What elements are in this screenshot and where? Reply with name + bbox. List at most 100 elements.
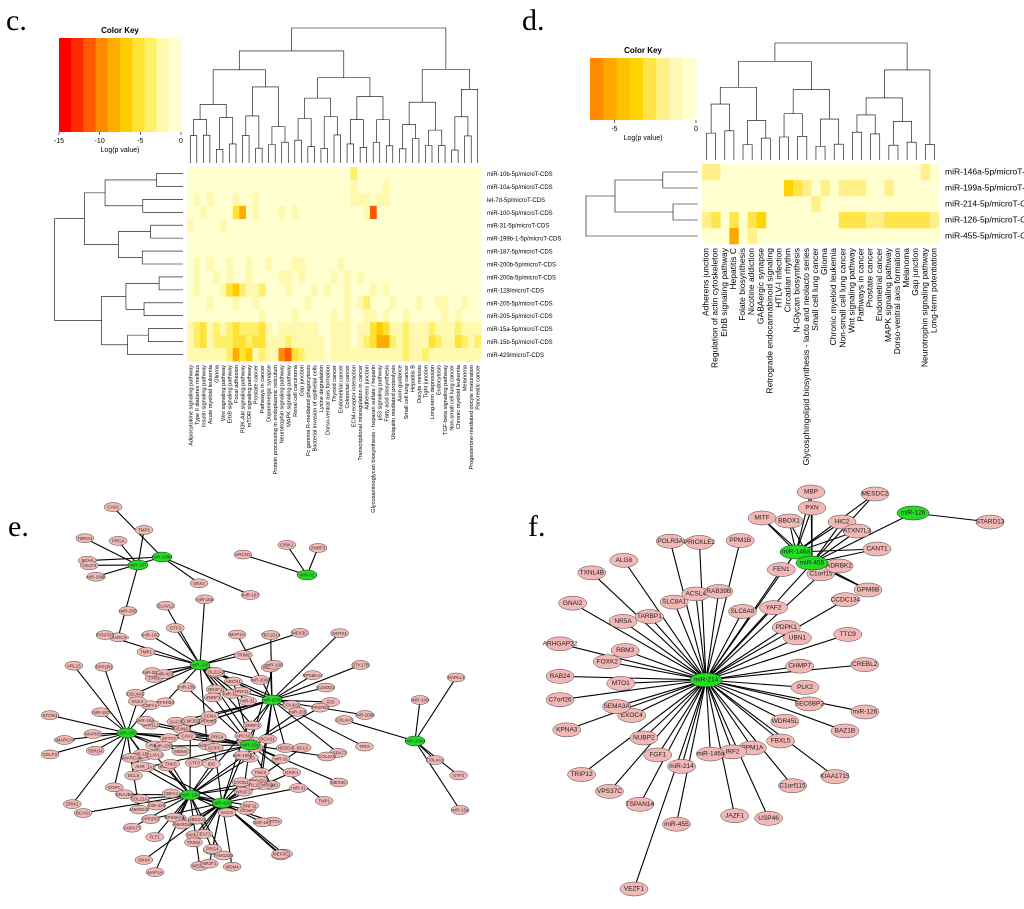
gene-node-label: ELMOD2	[181, 719, 200, 724]
heatmap-cell	[847, 180, 858, 197]
dendrogram-branch	[906, 141, 917, 160]
network-edge	[84, 537, 139, 566]
heatmap-cell	[350, 179, 358, 194]
heatmap-column-label: Retrograde endocannabinoid signaling	[764, 248, 774, 394]
gene-node-label: DNTS1	[332, 631, 347, 636]
heatmap-row-label: miR-200b-5p/microT-CDS	[487, 263, 556, 269]
heatmap-cell	[232, 283, 240, 297]
network-edge	[249, 664, 275, 746]
gene-node	[602, 699, 631, 714]
heatmap-column-label: Endocytosis	[437, 365, 443, 395]
heatmap-column-label: Insulin signaling pathway	[201, 365, 207, 427]
gene-node-label: STON1	[43, 713, 58, 718]
gene-node-label: GNAI2	[563, 600, 583, 607]
panel-label-e: e.	[8, 510, 29, 543]
heatmap-cell	[363, 296, 371, 310]
gene-node	[200, 711, 220, 721]
gene-node-label: miR-429	[148, 803, 166, 808]
gene-node-label: KIAA1715	[820, 773, 850, 780]
gene-node	[121, 753, 141, 763]
gene-node-label: YAF2	[766, 604, 782, 611]
gene-node-label: MBP	[804, 489, 818, 496]
gene-node-label: SNX4	[131, 699, 143, 704]
mirna-hub-node	[179, 789, 201, 801]
gene-node-label: STK17B	[352, 663, 369, 668]
heatmap-row-label: miR-205-5p/microT-CDS	[487, 314, 553, 320]
gene-node-label: POLR3A	[657, 538, 683, 545]
heatmap-cell	[291, 335, 299, 349]
heatmap-row-label: let-7d-5p/microT-CDS	[487, 198, 545, 204]
heatmap-column-label: Hepatitis C	[728, 248, 738, 290]
heatmap-cell	[711, 212, 721, 229]
gene-node	[252, 817, 272, 828]
dendrogram-branch	[281, 141, 289, 163]
network-edge	[705, 679, 793, 787]
network-edge	[414, 699, 421, 742]
network-edge	[199, 664, 232, 695]
mirna-hub-node	[211, 797, 233, 809]
gene-node-label: IRF2	[725, 749, 739, 756]
gene-node	[643, 747, 673, 763]
heatmap-cell	[461, 296, 469, 310]
heatmap-cell	[350, 167, 358, 181]
gene-node-label: miR-100	[411, 698, 429, 703]
heatmap-cell	[454, 322, 462, 336]
heatmap-cell	[435, 348, 443, 362]
gene-node-label: PRG4	[112, 538, 125, 543]
gene-node	[134, 855, 154, 865]
gene-node-label: IDS	[208, 762, 216, 767]
gene-node	[862, 541, 892, 557]
gene-node	[173, 819, 192, 830]
dendrogram-branch	[304, 97, 332, 119]
dendrogram-branch	[199, 104, 227, 120]
heatmap-column-label: Gap junction	[910, 248, 920, 296]
dendrogram-branch	[320, 148, 328, 163]
gene-node	[271, 849, 290, 859]
network-edge	[622, 620, 707, 681]
dendrogram-branch	[333, 134, 341, 163]
gene-node-label: RAB24	[550, 673, 571, 680]
heatmap-cell	[856, 212, 867, 229]
gene-node-label: TBRG4	[77, 536, 93, 541]
gene-node	[104, 782, 124, 793]
network-edge	[113, 732, 128, 788]
heatmap-cell	[461, 348, 469, 362]
heatmap-column-label: p53 signaling pathway	[378, 365, 384, 421]
heatmap-column-label: PI3K-Akt signaling pathway	[241, 365, 247, 433]
heatmap-cell	[298, 348, 305, 362]
heatmap-cell	[441, 335, 449, 349]
heatmap-cell	[271, 335, 279, 349]
heatmap-cell	[409, 335, 416, 349]
gene-node-label: PDPK1	[776, 624, 798, 631]
gene-node	[774, 513, 804, 529]
heatmap-cell	[343, 283, 351, 297]
gene-node-label: COL4A1	[426, 758, 444, 763]
heatmap-cell	[239, 348, 247, 362]
gene-node-label: miR-200a	[254, 782, 274, 787]
gene-node	[725, 533, 755, 548]
mirna-hub-label: miR-146a	[782, 549, 811, 556]
mirna-hub-label: miR-214	[694, 677, 719, 684]
heatmap-cell	[239, 205, 247, 220]
heatmap-cell	[474, 335, 482, 349]
heatmap-cell	[232, 205, 240, 220]
gene-node-label: miR-31	[240, 699, 255, 704]
gene-node-label: FOXK2	[597, 658, 619, 665]
heatmap-cell	[285, 322, 292, 336]
gene-node-label: FAM132B	[213, 853, 233, 858]
heatmap-cell	[884, 180, 894, 197]
dendrogram-branch	[425, 145, 433, 163]
heatmap-column-label: Prostate cancer	[865, 248, 875, 308]
dendrogram-branch	[255, 147, 263, 163]
gene-node	[40, 749, 60, 760]
network-edge	[221, 735, 245, 804]
gene-node	[205, 667, 224, 677]
gene-node-label: ZNRF3	[245, 723, 260, 728]
network-edge	[633, 679, 707, 890]
heatmap-column-label: Small cell lung cancer	[810, 248, 820, 331]
heatmap-column-label: Transcriptional misregulation in cancer	[358, 365, 364, 461]
heatmap-cell	[317, 348, 325, 362]
gene-node-label: UBE2V1	[188, 817, 206, 822]
heatmap-cell	[206, 257, 214, 271]
network-edge	[639, 679, 707, 805]
